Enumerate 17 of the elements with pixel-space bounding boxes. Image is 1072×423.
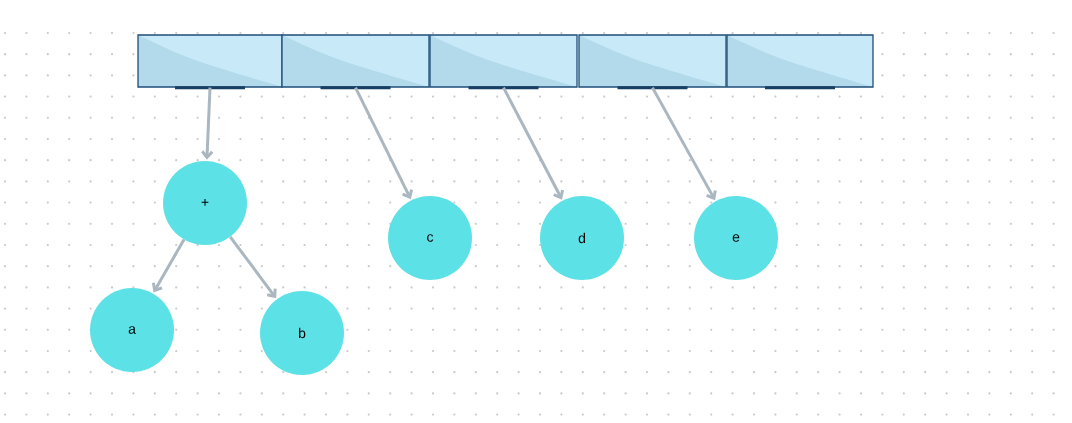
circle-node: + xyxy=(163,161,247,245)
array-cell xyxy=(281,34,430,90)
array-cell xyxy=(578,34,727,90)
circle-node: a xyxy=(90,288,174,372)
arrow xyxy=(201,87,214,160)
arrow xyxy=(354,86,414,200)
arrow xyxy=(651,86,717,201)
arrow xyxy=(151,238,186,293)
arrow xyxy=(229,235,277,299)
array-cell xyxy=(137,34,283,90)
array-cell xyxy=(726,34,874,90)
circle-node: d xyxy=(540,196,624,280)
circle-node: e xyxy=(694,196,778,280)
arrow xyxy=(502,86,565,200)
circle-node: b xyxy=(260,291,344,375)
circle-node: c xyxy=(388,196,472,280)
array-cell xyxy=(429,34,578,90)
